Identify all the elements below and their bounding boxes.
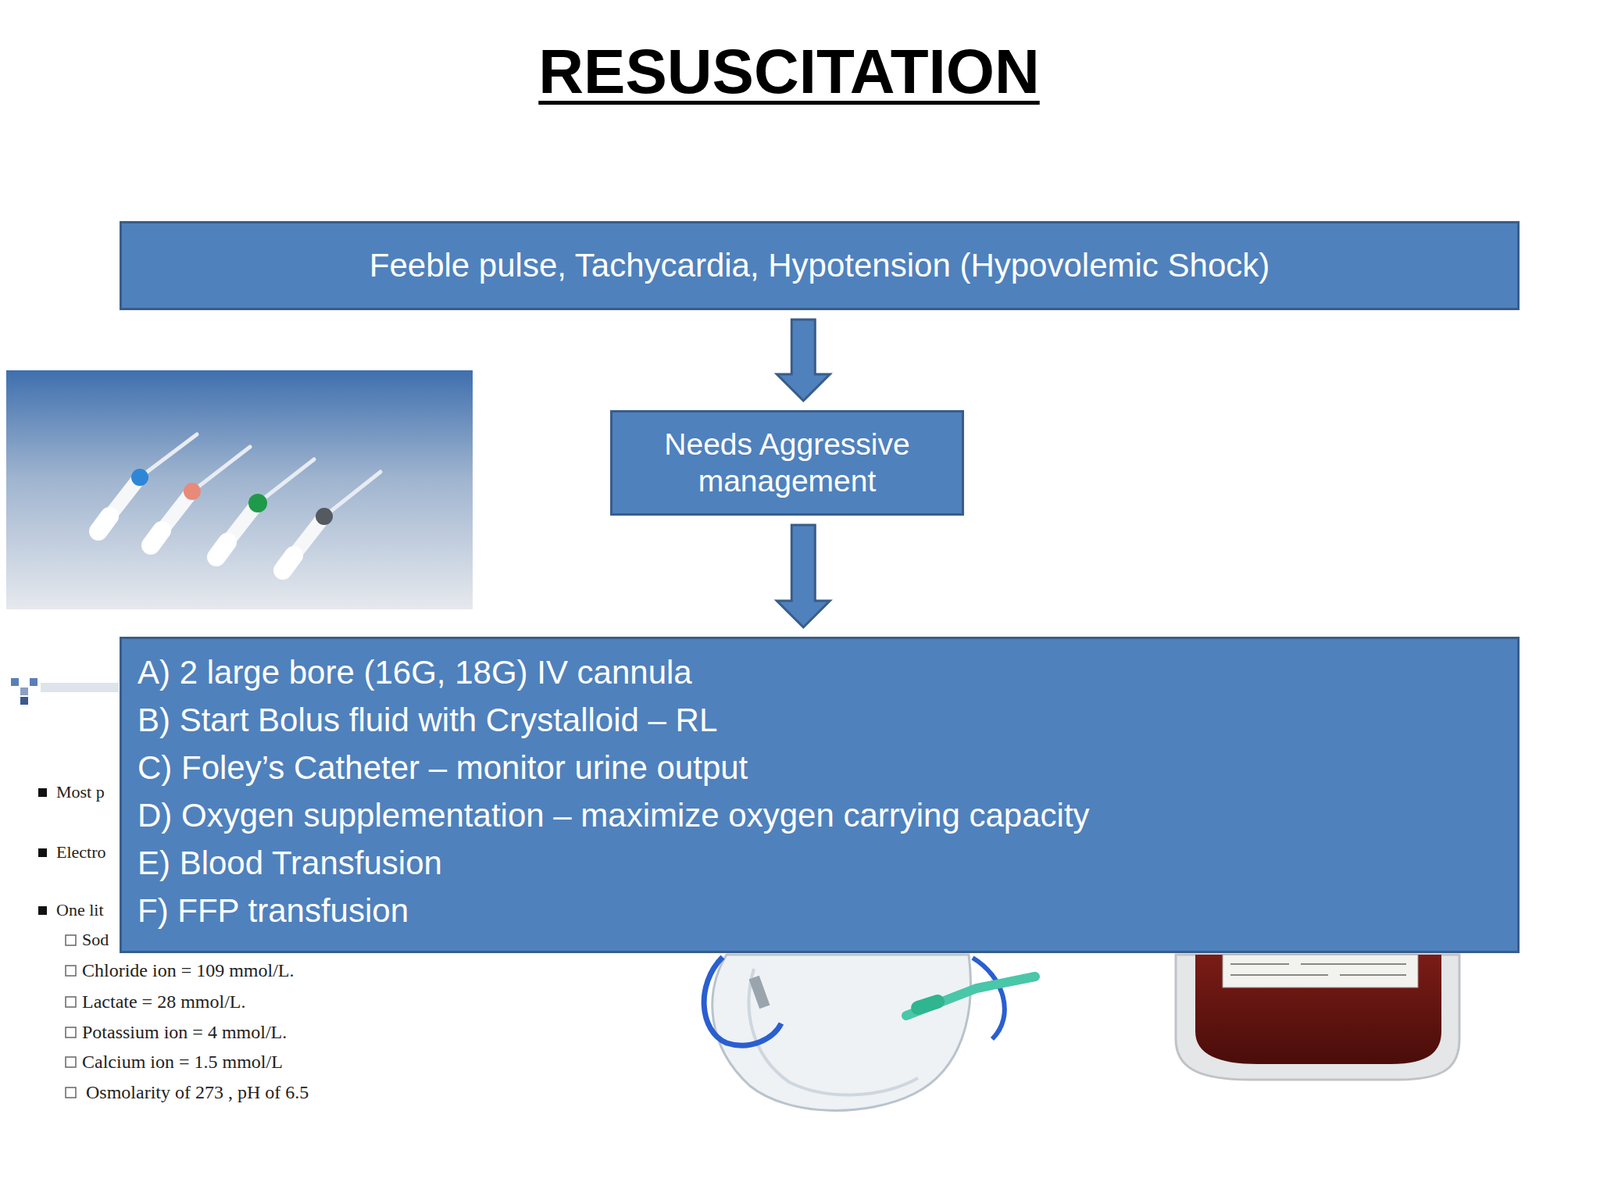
list-item: A) 2 large bore (16G, 18G) IV cannula <box>137 648 1502 697</box>
block-arrow <box>776 319 830 401</box>
slide-fragment-text: Electro <box>56 842 107 863</box>
list-item: C) Foley’s Catheter – monitor urine outp… <box>137 743 1502 792</box>
slide-fragment-text: Osmolarity of 273 , pH of 6.5 <box>85 1082 309 1104</box>
steps-box: A) 2 large bore (16G, 18G) IV cannulaB) … <box>119 636 1520 954</box>
action-box: Needs Aggressive management <box>610 410 965 516</box>
slide-fragment-text: Chloride ion = 109 mmol/L. <box>82 960 295 982</box>
slide-title: RESUSCITATION <box>0 35 1579 108</box>
slide-fragment-text: Most p <box>56 782 105 803</box>
slide-fragment-text: Potassium ion = 4 mmol/L. <box>82 1021 287 1043</box>
blood-bag <box>1175 954 1460 1080</box>
slide-fragment-text: Lactate = 28 mmol/L. <box>82 991 246 1013</box>
slide-fragment-text: Calcium ion = 1.5 mmol/L <box>82 1051 283 1073</box>
list-item: B) Start Bolus fluid with Crystalloid – … <box>137 696 1502 744</box>
oxygen-mask <box>703 954 1036 1111</box>
box-text: Needs Aggressive management <box>612 423 962 504</box>
cannula-photo <box>6 370 473 610</box>
box-text: Feeble pulse, Tachycardia, Hypotension (… <box>357 242 1283 289</box>
slide-fragment-text: Sod <box>82 929 109 950</box>
list-item: D) Oxygen supplementation – maximize oxy… <box>137 791 1502 840</box>
block-arrow <box>776 525 830 628</box>
list-item: F) FFP transfusion <box>137 886 1502 935</box>
list-item: E) Blood Transfusion <box>137 839 1502 887</box>
slide-fragment-text: One lit <box>56 900 104 921</box>
condition-box: Feeble pulse, Tachycardia, Hypotension (… <box>119 221 1520 311</box>
